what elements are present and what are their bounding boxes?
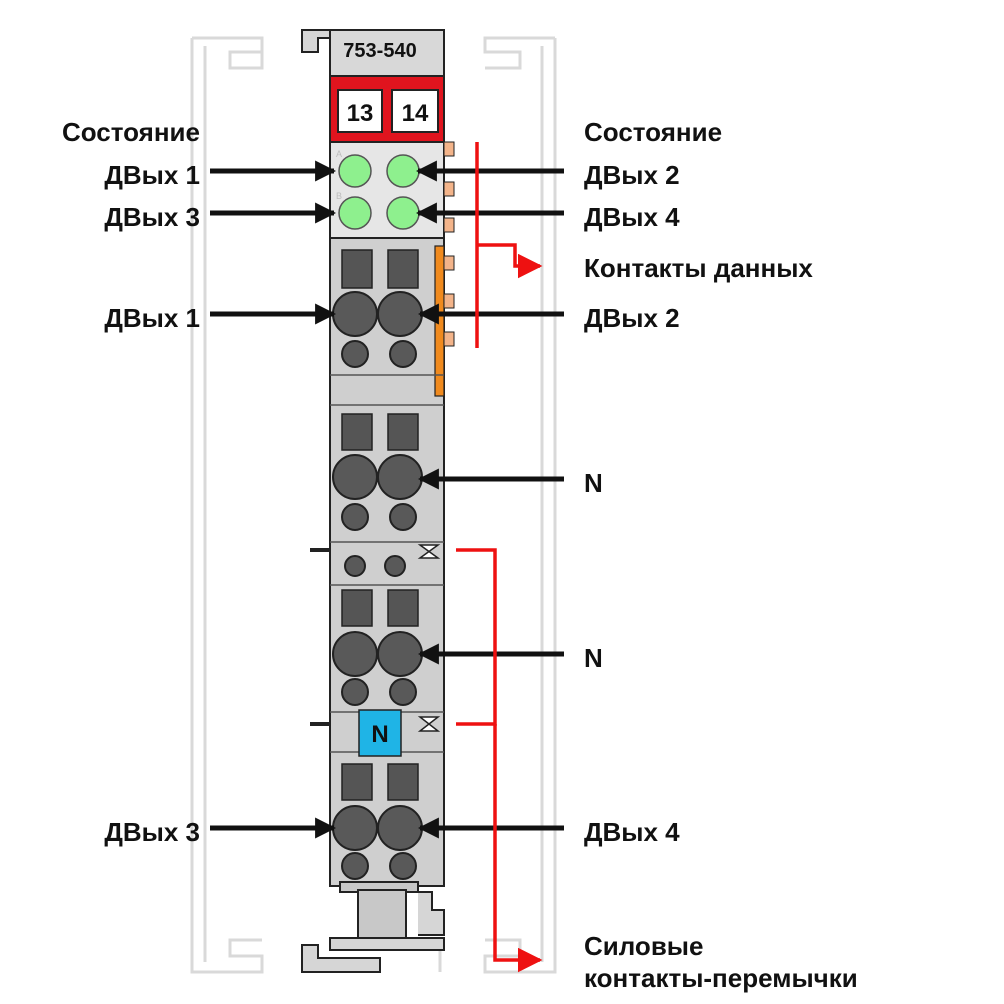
- terminal-block-2: [332, 413, 423, 531]
- terminal-label-out4: ДВых 4: [584, 817, 680, 847]
- channel-header: [329, 75, 445, 143]
- bottom-latch: [301, 881, 445, 973]
- terminal-label-out3: ДВых 3: [104, 817, 200, 847]
- data-contacts: [434, 141, 455, 397]
- power-jumper-section-1: [310, 541, 444, 586]
- terminal-block-4: [332, 763, 423, 880]
- terminal-block-1: [332, 249, 423, 368]
- terminal-label-n1: N: [584, 468, 603, 498]
- led-out3: [338, 196, 372, 230]
- data-contacts-label: Контакты данных: [584, 253, 813, 283]
- neighbor-module-outline: [190, 36, 557, 974]
- terminal-label-out1: ДВых 1: [104, 303, 200, 333]
- black-arrows: [210, 160, 564, 839]
- status-label-left: Состояние: [62, 117, 200, 147]
- led-out2: [386, 154, 420, 188]
- terminal-label-out2: ДВых 2: [584, 303, 680, 333]
- status-label-right: Состояние: [584, 117, 722, 147]
- led-marker-b: B: [336, 191, 342, 201]
- data-contacts-bracket: [475, 142, 543, 348]
- led-marker-a: A: [336, 149, 342, 159]
- led-label-out2: ДВых 2: [584, 160, 680, 190]
- terminal-block-3: [332, 589, 423, 706]
- n-marker-box: [358, 709, 402, 757]
- power-contacts-bracket: [456, 548, 543, 973]
- channel-number-13: 13: [347, 100, 374, 127]
- module-model-label: 753-540: [343, 40, 416, 62]
- power-contacts-label-line1: Силовые: [584, 931, 703, 961]
- n-marker-text: N: [371, 721, 388, 748]
- channel-number-14: 14: [402, 100, 429, 127]
- led-label-out1: ДВых 1: [104, 160, 200, 190]
- terminal-label-n2: N: [584, 643, 603, 673]
- led-out1: [338, 154, 372, 188]
- led-out4: [386, 196, 420, 230]
- top-latch: [301, 29, 445, 77]
- power-contacts-label-line2: контакты-перемычки: [584, 963, 858, 993]
- led-label-out3: ДВых 3: [104, 202, 200, 232]
- led-label-out4: ДВых 4: [584, 202, 680, 232]
